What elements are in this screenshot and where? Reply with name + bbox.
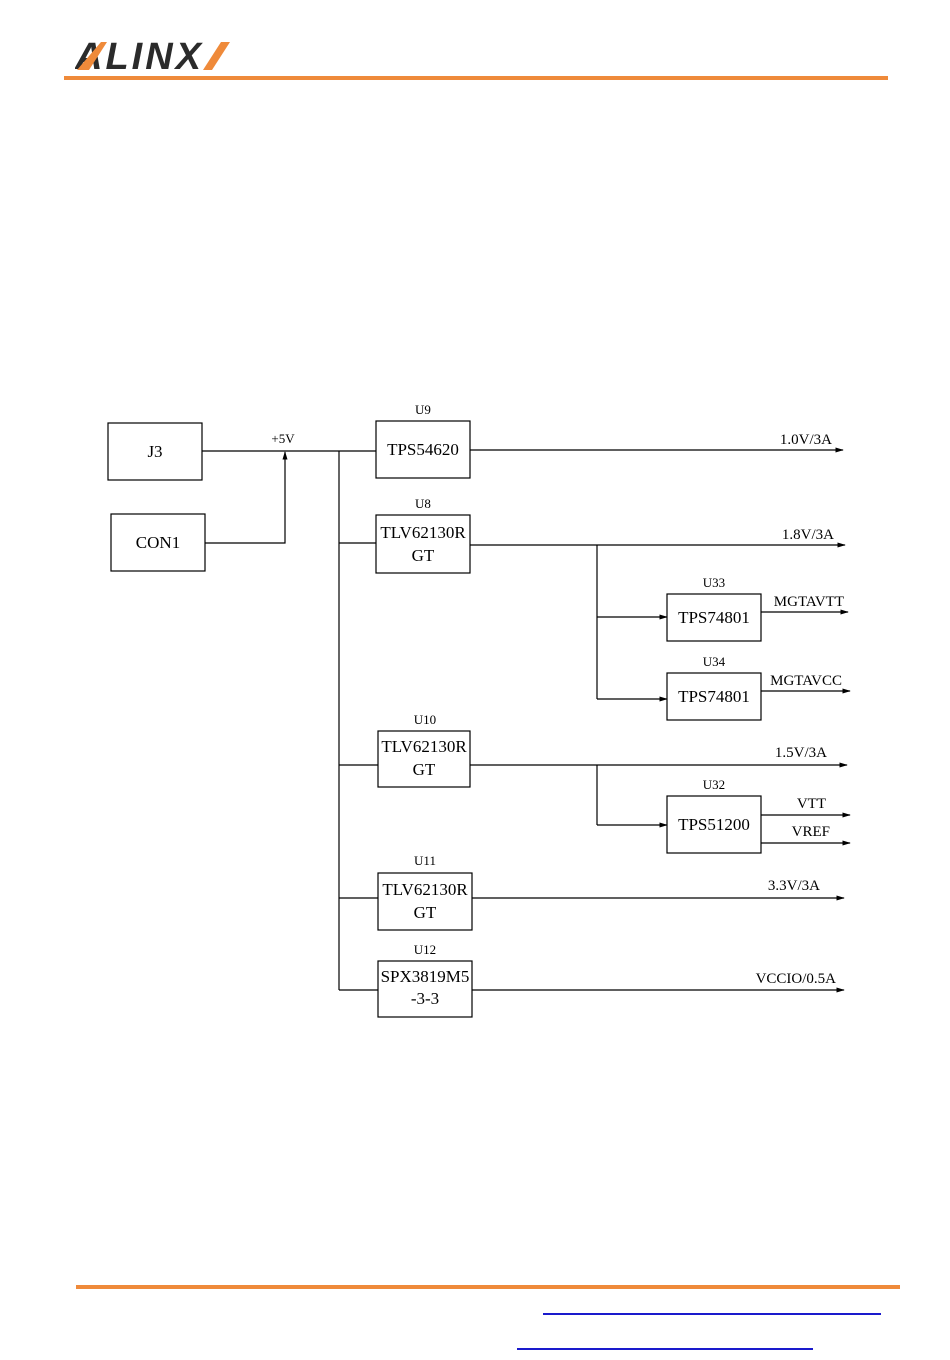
u12-output-label: VCCIO/0.5A xyxy=(756,971,837,987)
u32-label: TPS51200 xyxy=(678,815,750,834)
u32-vtt-label: VTT xyxy=(797,796,826,812)
u12-ref: U12 xyxy=(414,942,436,957)
u8-label-line2: GT xyxy=(412,546,435,565)
u11-output-label: 3.3V/3A xyxy=(768,878,820,894)
u12-label-line1: SPX3819M5 xyxy=(381,967,470,986)
u10-label-line1: TLV62130R xyxy=(381,737,467,756)
footer-rule xyxy=(76,1285,900,1289)
u10-output-label: 1.5V/3A xyxy=(775,745,827,761)
u33-output-label: MGTAVTT xyxy=(774,594,844,610)
u33-label: TPS74801 xyxy=(678,608,750,627)
u8-output-label: 1.8V/3A xyxy=(782,527,834,543)
u12-label-line2: -3-3 xyxy=(411,989,439,1008)
u34-output-label: MGTAVCC xyxy=(770,673,842,689)
u9-label: TPS54620 xyxy=(387,440,459,459)
u10-ref: U10 xyxy=(414,712,436,727)
u8-ref: U8 xyxy=(415,496,431,511)
u9-ref: U9 xyxy=(415,402,431,417)
j3-label: J3 xyxy=(147,442,162,461)
con1-label: CON1 xyxy=(136,533,180,552)
footer-link-2[interactable] xyxy=(517,1348,813,1350)
u33-ref: U33 xyxy=(703,575,725,590)
u32-ref: U32 xyxy=(703,777,725,792)
u11-ref: U11 xyxy=(414,853,436,868)
u9-output-label: 1.0V/3A xyxy=(780,432,832,448)
input-net-label: +5V xyxy=(271,431,295,446)
con1-to-bus-wire xyxy=(205,452,285,543)
u34-ref: U34 xyxy=(703,654,726,669)
u32-vref-label: VREF xyxy=(792,824,830,840)
footer-link-1[interactable] xyxy=(543,1313,881,1315)
u34-label: TPS74801 xyxy=(678,687,750,706)
u11-label-line1: TLV62130R xyxy=(382,880,468,899)
u10-label-line2: GT xyxy=(413,760,436,779)
u11-label-line2: GT xyxy=(414,903,437,922)
u8-label-line1: TLV62130R xyxy=(380,523,466,542)
